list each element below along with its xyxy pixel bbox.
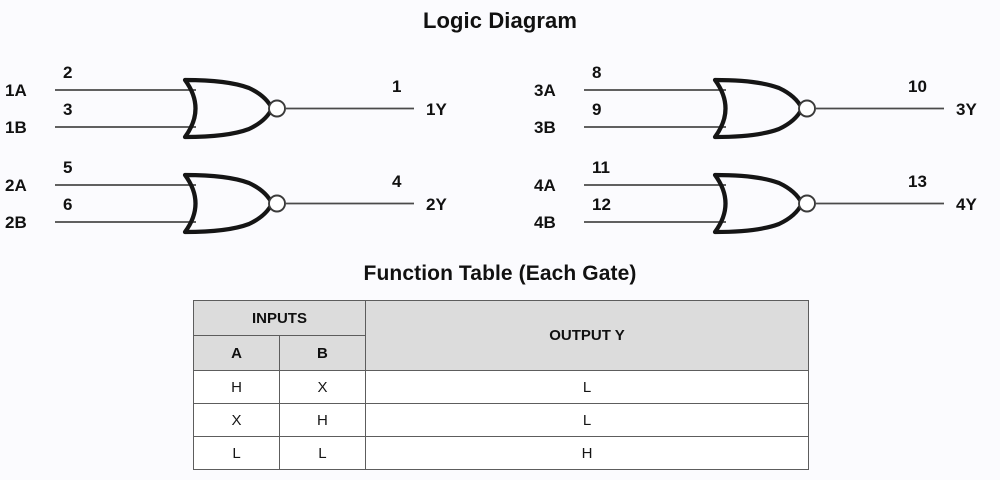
cell-a: X [193, 403, 280, 437]
gate-4-input-b-label: 4B [534, 213, 556, 232]
gate-2-output-label: 2Y [426, 195, 447, 214]
gate-1-input-b-label: 1B [5, 118, 27, 137]
gate-2-pin-b-number: 6 [63, 195, 72, 214]
gate-3-input-b-label: 3B [534, 118, 556, 137]
function-table-body: H X L X H L L L H [193, 370, 810, 470]
logic-diagram-canvas: 1A 1B 2 3 1 1Y 3A 3B 8 9 10 3Y [5, 63, 977, 235]
cell-y: L [364, 403, 810, 437]
table-row: X H L [193, 403, 810, 437]
gate-2-pin-y-number: 4 [392, 172, 402, 191]
gate-3-pin-a-number: 8 [592, 63, 601, 82]
gate-4-inversion-bubble [798, 194, 816, 213]
function-table: INPUTS OUTPUT Y A B H X L X H L L L H [193, 300, 810, 470]
gate-4-nor-body [712, 172, 805, 235]
gate-1-input-a-label: 1A [5, 81, 27, 100]
table-row: H X L [193, 370, 810, 404]
gate-3-pin-b-number: 9 [592, 100, 601, 119]
gate-1-output-label: 1Y [426, 100, 447, 119]
function-table-head: INPUTS OUTPUT Y A B [193, 300, 810, 371]
header-column-a: A [193, 335, 280, 371]
gate-3-input-a-label: 3A [534, 81, 556, 100]
gate-1-pin-b-number: 3 [63, 100, 72, 119]
gate-1: 1A 1B 2 3 1 1Y [5, 63, 447, 140]
cell-a: L [193, 436, 280, 470]
gate-4-pin-a-number: 11 [592, 158, 610, 177]
header-column-b: B [278, 335, 366, 371]
cell-b: L [278, 436, 366, 470]
gate-3-inversion-bubble [798, 99, 816, 118]
cell-b: H [278, 403, 366, 437]
gate-4-pin-b-number: 12 [592, 195, 611, 214]
cell-y: H [364, 436, 810, 470]
gate-1-pin-a-number: 2 [63, 63, 72, 82]
cell-y: L [364, 370, 810, 404]
function-table-title: Function Table (Each Gate) [363, 262, 637, 285]
gate-4-input-a-label: 4A [534, 176, 556, 195]
logic-diagram-title: Logic Diagram [422, 8, 578, 33]
table-header-row-columns: A B [193, 335, 809, 371]
table-header-row-group: INPUTS OUTPUT Y [193, 300, 810, 371]
gate-2-input-a-label: 2A [5, 176, 27, 195]
gate-2-nor-body [182, 172, 275, 235]
gate-2: 2A 2B 5 6 4 2Y [5, 158, 447, 235]
gate-3: 3A 3B 8 9 10 3Y [534, 63, 977, 140]
gate-1-inversion-bubble [268, 99, 286, 118]
gate-4: 4A 4B 11 12 13 4Y [534, 158, 977, 235]
gate-1-pin-y-number: 1 [392, 77, 401, 96]
cell-b: X [278, 370, 366, 404]
gate-4-pin-y-number: 13 [908, 172, 927, 191]
header-inputs: INPUTS [193, 300, 366, 336]
gate-3-output-label: 3Y [956, 100, 977, 119]
gate-3-nor-body [712, 77, 805, 140]
cell-a: H [193, 370, 280, 404]
gate-2-pin-a-number: 5 [63, 158, 72, 177]
gate-2-input-b-label: 2B [5, 213, 27, 232]
header-output-y: OUTPUT Y [364, 300, 810, 371]
table-row: L L H [193, 436, 810, 470]
gate-3-pin-y-number: 10 [908, 77, 927, 96]
gate-4-output-label: 4Y [956, 195, 977, 214]
gate-1-nor-body [182, 77, 275, 140]
gate-2-inversion-bubble [268, 194, 286, 213]
